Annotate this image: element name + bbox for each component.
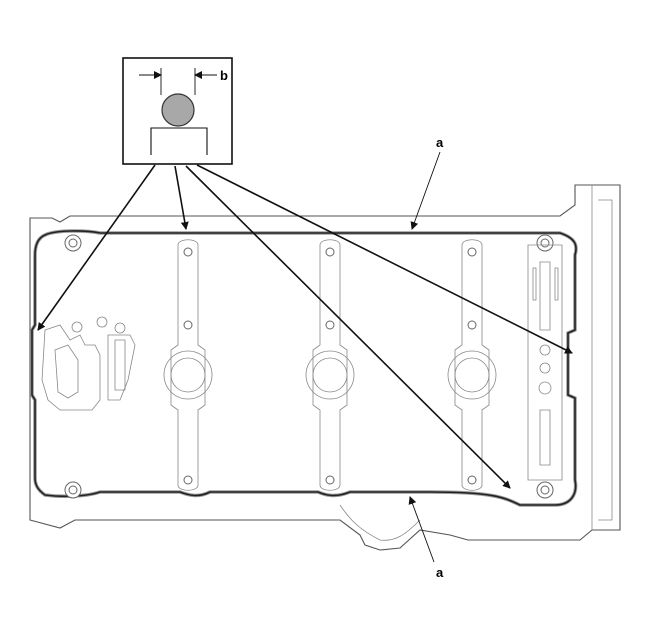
breather-structure — [41, 316, 136, 411]
right-side-structure — [527, 244, 563, 481]
detail-inset: b — [122, 57, 233, 165]
callout-a-bottom-group: a — [408, 496, 444, 580]
rib-1 — [163, 239, 213, 491]
rib-3 — [447, 239, 497, 491]
rib-2 — [305, 239, 355, 491]
callout-b: b — [220, 68, 228, 83]
callout-a-top-group: a — [410, 135, 444, 230]
corner-bolt-holes — [64, 234, 554, 499]
gasket-cross-section — [161, 93, 195, 127]
gasket-seal — [30, 229, 578, 507]
callout-a-bottom: a — [436, 565, 444, 580]
leader-arrows — [37, 164, 573, 489]
cover-body — [29, 184, 621, 551]
callout-a-top: a — [436, 135, 444, 150]
spark-plug-ribs — [163, 239, 497, 491]
